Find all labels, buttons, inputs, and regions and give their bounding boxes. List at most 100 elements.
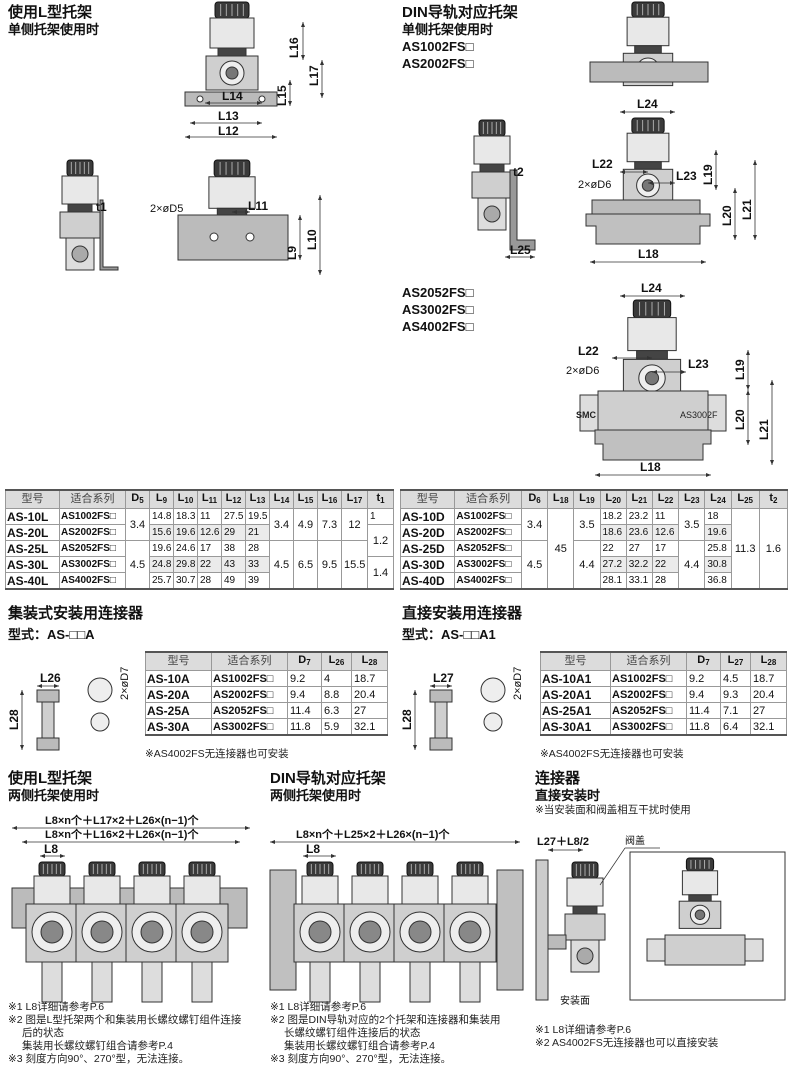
fitting-body <box>191 961 213 1003</box>
column-header: L22 <box>651 489 680 509</box>
value-cell: 18 <box>704 508 732 525</box>
model-label: AS4002FS□ <box>402 319 474 334</box>
note: ※2 图是L型托架两个和集装用长螺纹螺钉组件连接 <box>8 1014 242 1026</box>
connector-end-view <box>90 712 110 732</box>
value-cell: 4.5 <box>269 540 294 590</box>
knob <box>571 861 599 879</box>
model-label: AS3002FS□ <box>402 302 474 317</box>
value-cell: 39 <box>245 572 270 590</box>
section-subtitle: 直接安装时 <box>535 788 601 803</box>
value-cell: 32.1 <box>750 718 787 736</box>
value-cell: 11.3 <box>730 508 760 590</box>
column-header: L13 <box>245 489 270 509</box>
model-cell: AS-30A <box>145 718 212 736</box>
value-cell: 18.3 <box>173 508 198 525</box>
one-touch-fitting <box>579 394 599 432</box>
valve-body <box>59 211 101 239</box>
value-cell: 6.4 <box>720 718 751 736</box>
value-cell: 3.4 <box>520 508 549 541</box>
column-header: D7 <box>686 651 721 671</box>
din-rail-end <box>496 869 524 991</box>
knob <box>685 857 715 872</box>
lock-ring <box>572 905 598 915</box>
series-cell: AS1002FS□ <box>610 670 687 687</box>
dimension-label: L16 <box>287 37 301 58</box>
arrow-icon <box>714 150 718 190</box>
column-header: 适合系列 <box>59 489 126 509</box>
value-cell: 23.2 <box>625 508 653 525</box>
value-cell: 3.5 <box>678 508 706 541</box>
port-hole <box>458 920 482 944</box>
value-cell: 19.6 <box>704 524 732 541</box>
value-cell: 12.6 <box>197 524 222 541</box>
valve-bonnet <box>61 175 99 205</box>
connector-flange <box>36 689 60 703</box>
connector-end-view <box>87 677 113 703</box>
column-header: 适合系列 <box>610 651 687 671</box>
value-cell: 14.8 <box>149 508 174 525</box>
series-cell: AS3002FS□ <box>59 556 126 573</box>
bottom-right-heading: 连接器 直接安装时 ※当安装面和阀盖相互干扰时使用 <box>535 770 691 817</box>
leader-line <box>599 847 626 886</box>
port-hole <box>408 920 432 944</box>
model-cell: AS-20D <box>399 524 456 541</box>
value-cell: 36.8 <box>704 572 732 590</box>
section-title: 使用L型托架 <box>8 4 93 21</box>
dimension-label: L24 <box>637 97 658 111</box>
value-cell: 33.1 <box>625 572 653 590</box>
value-cell: 17 <box>197 540 222 557</box>
model-cell: AS-25D <box>399 540 456 557</box>
dimension-label: L22 <box>578 344 599 358</box>
column-header: L17 <box>341 489 368 509</box>
port-hole <box>308 920 332 944</box>
dimension-label: L19 <box>733 359 747 380</box>
note: ※1 L8详细请参考P.6 <box>8 1001 105 1013</box>
dimension-label: L8×n个＋L16×2＋L26×(n−1)个 <box>45 827 199 841</box>
value-cell: 4.5 <box>125 540 150 590</box>
value-cell: 5.9 <box>321 718 352 736</box>
fitting-body <box>91 961 113 1003</box>
dimension-label: t1 <box>96 200 107 214</box>
value-cell: 25.7 <box>149 572 174 590</box>
value-cell: 7.1 <box>720 702 751 719</box>
arrow-icon <box>746 350 750 390</box>
dimension-label: L22 <box>592 157 613 171</box>
section-title: 连接器 <box>535 770 581 787</box>
column-header: 型号 <box>540 651 611 671</box>
dimension-label: L8×n个＋L17×2＋L26×(n−1)个 <box>45 813 199 827</box>
valve-bonnet <box>401 875 439 905</box>
value-cell: 1 <box>367 508 394 525</box>
port-hole <box>90 920 114 944</box>
value-cell: 15.5 <box>341 540 368 590</box>
valve-bonnet <box>473 135 511 165</box>
valve-bonnet <box>451 875 489 905</box>
body-marking: AS3002F <box>680 410 718 420</box>
connector <box>547 934 567 950</box>
dimension-label: L19 <box>701 164 715 185</box>
note: 长螺纹螺钉组件连接后的状态 <box>284 1027 421 1039</box>
dimension-label: L8 <box>44 842 58 856</box>
series-cell: AS2002FS□ <box>211 686 288 703</box>
note: ※2 AS4002FS无连接器也可以直接安装 <box>535 1037 719 1049</box>
value-cell: 9.4 <box>686 686 721 703</box>
value-cell: 21 <box>245 524 270 541</box>
bracket-hole <box>245 232 255 242</box>
brand-logo: SMC <box>576 410 597 420</box>
value-cell: 22 <box>651 556 680 573</box>
column-header: L9 <box>149 489 174 509</box>
column-header: L23 <box>678 489 706 509</box>
model-cell: AS-30A1 <box>540 718 611 736</box>
value-cell: 12 <box>341 508 368 541</box>
dimension-label: L17 <box>307 65 321 86</box>
value-cell: 28 <box>651 572 680 590</box>
connector-end-view <box>483 712 503 732</box>
model-cell: AS-10L <box>5 508 60 525</box>
model-cell: AS-10A <box>145 670 212 687</box>
value-cell: 9.2 <box>287 670 322 687</box>
